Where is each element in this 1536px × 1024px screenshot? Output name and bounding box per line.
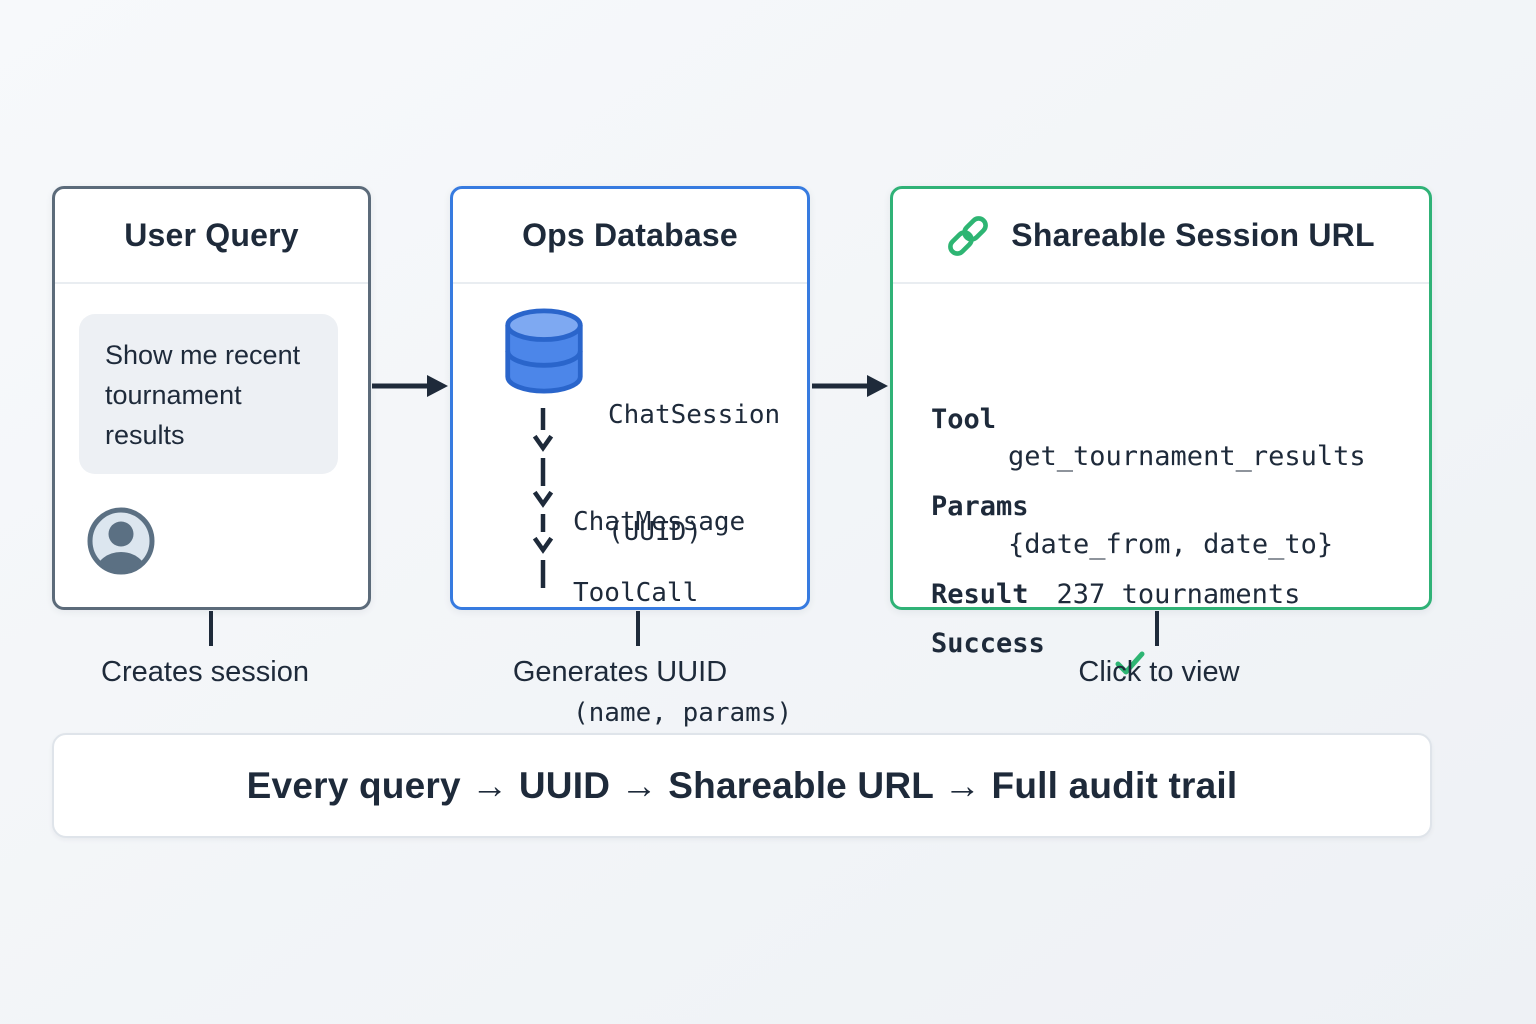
params-value: {date_from, date_to} (1008, 529, 1334, 560)
user-query-caption: Creates session (101, 656, 309, 688)
entity-chat-message: ChatMessage (573, 432, 745, 612)
success-check-icon (1071, 633, 1145, 674)
user-query-bubble: Show me recent tournament results (79, 314, 338, 474)
shareable-session-url-card[interactable]: Shareable Session URL Tool get_tournamen… (890, 186, 1432, 674)
entity-chat-session-detail: (UUID) (608, 517, 702, 547)
tool-value: get_tournament_results (1008, 441, 1366, 472)
entity-tool-call-detail: (name, params) (573, 698, 793, 728)
flow-arrow-right-icon (372, 373, 448, 399)
user-query-card-title: User Query (124, 217, 299, 253)
entity-chat-message-name: ChatMessage (573, 507, 746, 537)
connector-tick (1155, 611, 1159, 646)
dashed-flow-down-icon (531, 402, 555, 594)
ops-database-card-header: Ops Database (453, 189, 807, 284)
user-query-card-header: User Query (55, 189, 368, 284)
link-icon (947, 215, 989, 257)
entity-chat-session: ChatSession (UUID) (608, 318, 780, 630)
params-label: Params (931, 491, 1029, 522)
database-icon (502, 306, 586, 396)
user-query-bubble-text: Show me recent tournament results (105, 340, 301, 450)
summary-banner: Every query → UUID → Shareable URL → Ful… (52, 733, 1432, 838)
result-label: Result (931, 579, 1029, 610)
ops-database-card-title: Ops Database (522, 217, 738, 253)
user-avatar-icon (86, 506, 156, 576)
connector-tick (636, 611, 640, 646)
shareable-url-caption: Click to view (1078, 656, 1240, 688)
entity-chat-session-name: ChatSession (608, 400, 781, 430)
entity-tool-call-name: ToolCall (573, 578, 699, 608)
ops-database-card-body: ChatSession (UUID) Chat (453, 284, 807, 728)
shareable-session-url-card-header: Shareable Session URL (893, 189, 1429, 284)
success-label: Success (931, 628, 1045, 659)
tool-label: Tool (931, 404, 997, 435)
summary-banner-text: Every query → UUID → Shareable URL → Ful… (246, 764, 1238, 806)
result-row: Result 237 tournaments (931, 579, 1300, 610)
ops-database-caption: Generates UUID (512, 656, 728, 688)
ops-database-card: Ops Database ChatSession (UUID) (450, 186, 810, 728)
user-query-card-body: Show me recent tournament results (55, 284, 368, 605)
success-row: Success (931, 628, 1145, 674)
flow-arrow-right-icon (812, 373, 888, 399)
connector-tick (209, 611, 213, 646)
user-query-card: User Query Show me recent tournament res… (52, 186, 371, 610)
entity-tool-call: ToolCall (name, params) (573, 493, 792, 813)
result-value: 237 tournaments (1056, 579, 1301, 610)
shareable-session-url-card-body: Tool get_tournament_results Params {date… (893, 284, 1429, 674)
shareable-session-url-card-title: Shareable Session URL (1011, 217, 1375, 253)
